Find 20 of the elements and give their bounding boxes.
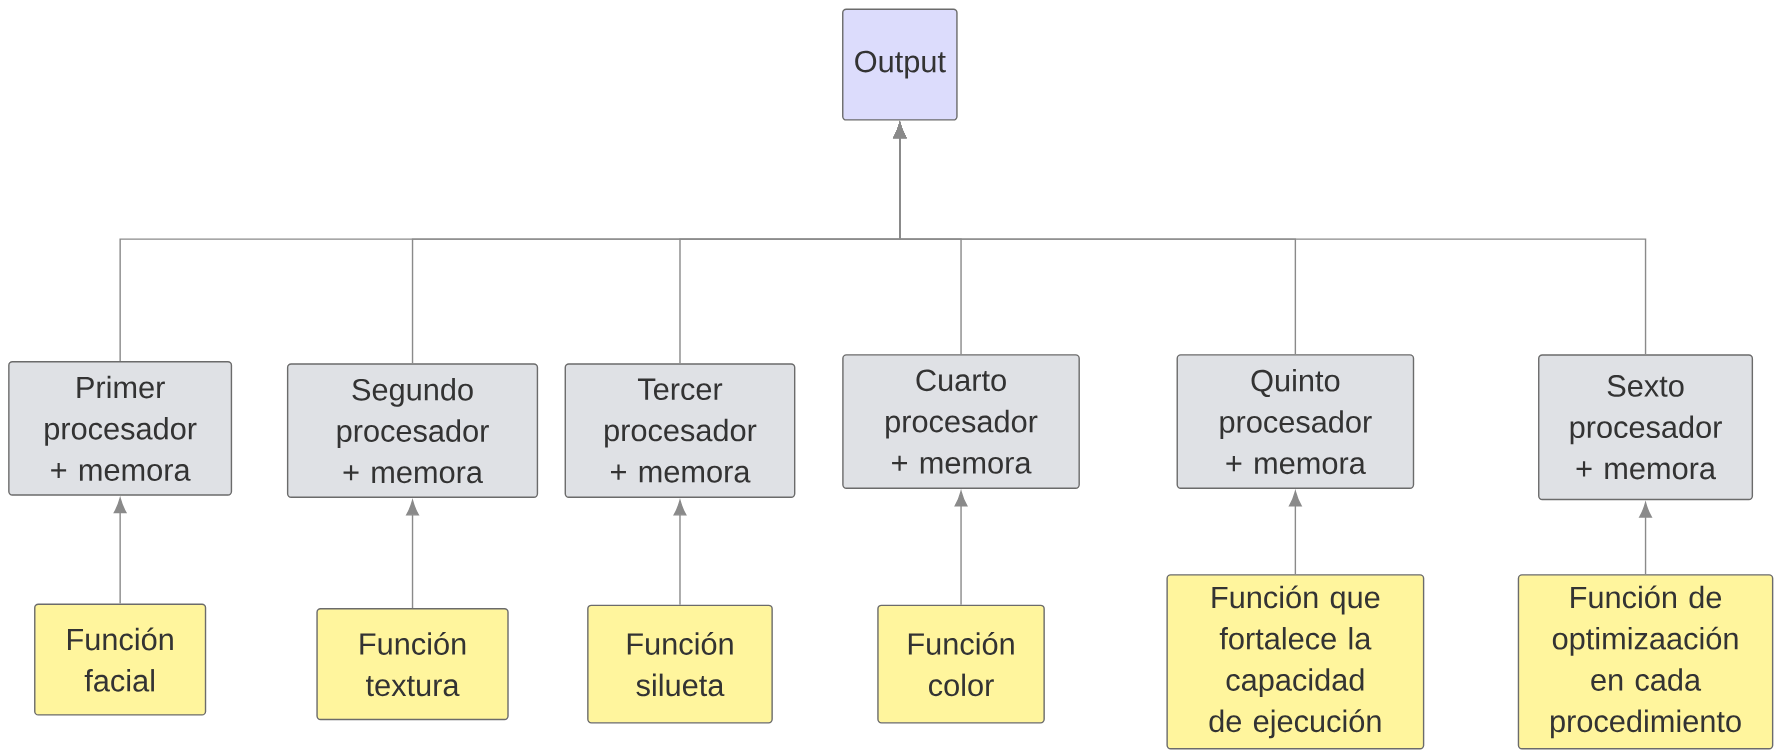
arrow <box>954 490 968 606</box>
processor-box: Cuarto procesador + memora <box>842 354 1080 489</box>
arrow <box>893 122 1647 355</box>
processor-box: Segundo procesador + memora <box>286 363 539 498</box>
function-box: Función facial <box>34 603 207 716</box>
processor-box: Quinto procesador + memora <box>1176 354 1415 489</box>
arrow <box>113 497 127 605</box>
function-box: Función color <box>877 604 1045 724</box>
output-box: Output <box>842 8 958 121</box>
function-box: Función que fortalece la capacidad de ejecución <box>1166 574 1425 750</box>
arrow <box>1639 502 1653 575</box>
processor-box: Sexto procesador + memora <box>1538 354 1754 501</box>
processor-box: Primer procesador + memora <box>8 360 233 496</box>
function-box: Función de optimizaación en cada procedimiento <box>1517 574 1774 750</box>
arrow <box>1288 490 1302 575</box>
arrow <box>673 499 687 606</box>
arrow <box>406 499 419 609</box>
function-box: Función silueta <box>587 604 773 724</box>
function-box: Función textura <box>316 607 509 720</box>
processor-box: Tercer procesador + memora <box>564 363 796 498</box>
